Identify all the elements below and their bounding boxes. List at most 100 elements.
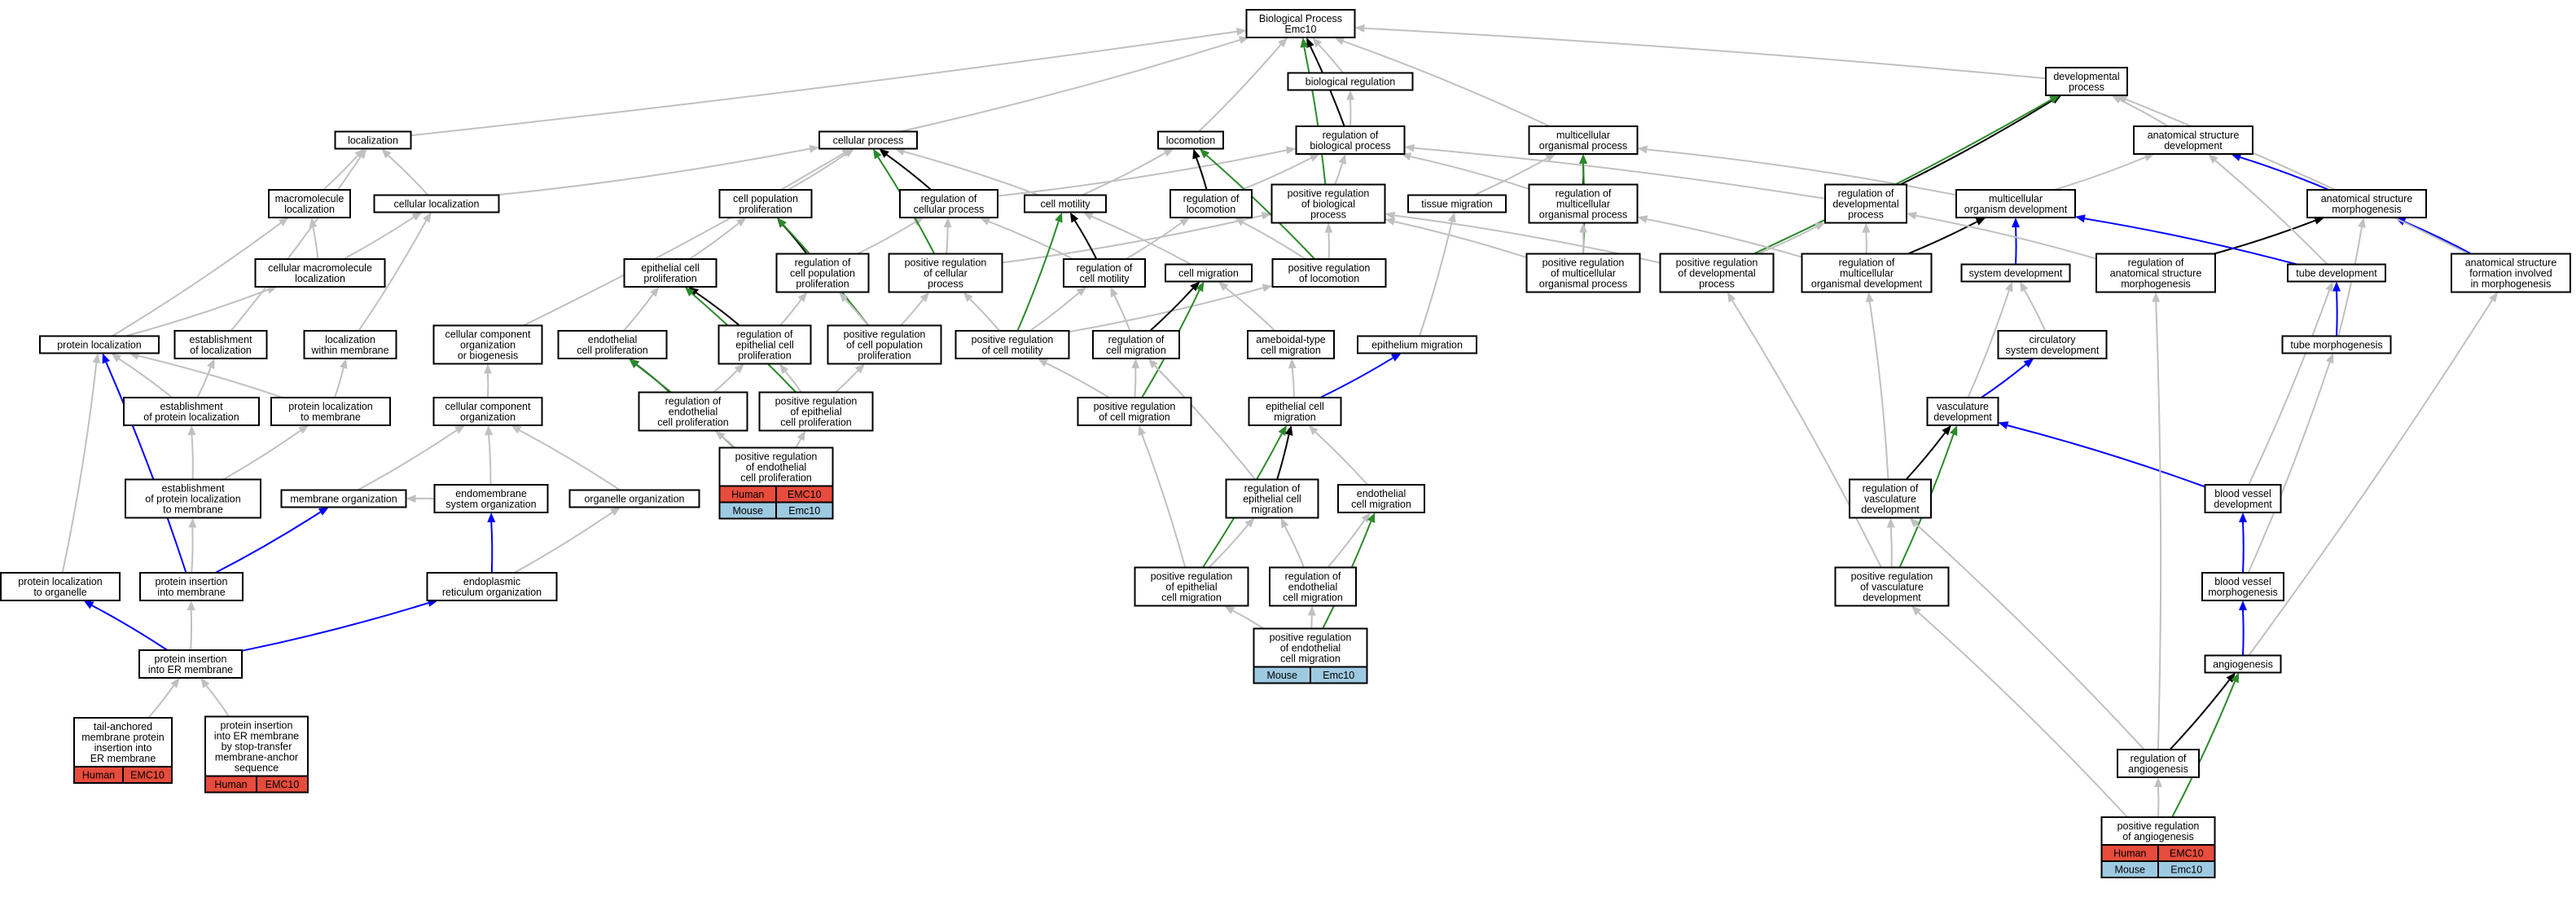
edge-line: [903, 151, 1039, 196]
term-label-line: epithelial cell: [641, 262, 700, 274]
edge-is-a: [334, 358, 348, 398]
edge-is-a: [147, 678, 180, 719]
go-term-cell-motility[interactable]: cell motility: [1024, 194, 1107, 213]
go-term-organelle-organization[interactable]: organelle organization: [568, 489, 700, 508]
arrowhead: [1309, 154, 1320, 162]
edge-is-a: [1579, 222, 1587, 254]
edge-line: [91, 605, 168, 651]
arrowhead: [610, 507, 621, 517]
go-term-tube-development[interactable]: tube development: [2287, 263, 2386, 283]
go-term-biological-regulation[interactable]: biological regulation: [1287, 72, 1414, 91]
go-term-cellular-process[interactable]: cellular process: [818, 130, 918, 150]
go-term-epithelium-migration[interactable]: epithelium migration: [1357, 335, 1477, 354]
term-label-line: endothelial: [669, 407, 718, 418]
term-label-line: proliferation: [858, 350, 911, 362]
arrowhead: [1998, 421, 2009, 429]
go-term-cell-migration[interactable]: cell migration: [1165, 263, 1253, 283]
go-term-locomotion[interactable]: locomotion: [1157, 130, 1224, 150]
edge-regulates: [1192, 148, 1208, 191]
go-term-cellular-localization[interactable]: cellular localization: [373, 194, 500, 213]
go-term-protein-localization[interactable]: protein localization: [39, 335, 160, 354]
go-term-tube-morphogenesis[interactable]: tube morphogenesis: [2281, 335, 2392, 354]
go-term-membrane-organization[interactable]: membrane organization: [280, 489, 407, 508]
edge-is-a: [1312, 37, 1344, 74]
edge-is-a: [2248, 281, 2333, 486]
term-label-line: regulation of: [2131, 753, 2187, 764]
go-term-tissue-migration[interactable]: tissue migration: [1407, 194, 1507, 213]
term-label-line: localization: [284, 204, 335, 215]
term-box: [433, 484, 549, 513]
term-label-line: system development: [1969, 268, 2063, 279]
go-term-system-development[interactable]: system development: [1960, 263, 2071, 283]
arrowhead: [879, 148, 889, 158]
go-term-angiogenesis[interactable]: angiogenesis: [2204, 654, 2282, 674]
go-term-localization[interactable]: localization: [334, 130, 412, 150]
term-label-line: positive regulation: [735, 451, 818, 463]
edge-line: [514, 511, 613, 574]
